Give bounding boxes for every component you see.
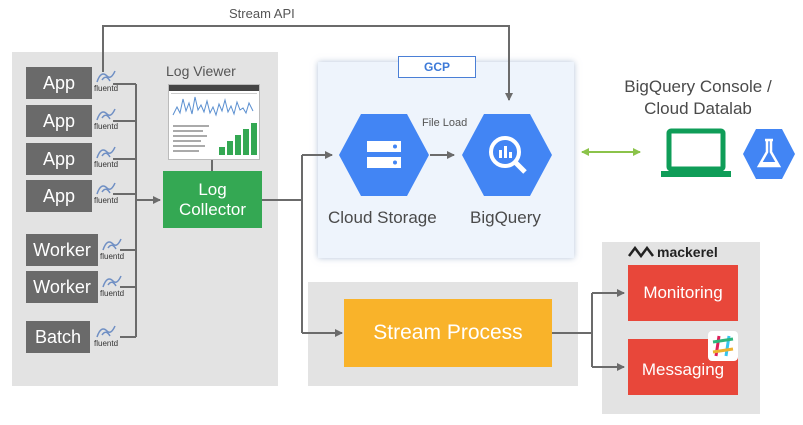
- laptop-icon: [660, 128, 732, 182]
- console-label: BigQuery Console / Cloud Datalab: [624, 77, 772, 118]
- fluentd-icon-6: fluentd: [100, 273, 124, 303]
- cloud-storage-label: Cloud Storage: [328, 208, 437, 227]
- app-node-3: App: [26, 143, 92, 175]
- bigquery-label: BigQuery: [470, 208, 541, 227]
- log-viewer-thumbnail: [168, 84, 260, 160]
- file-load-label: File Load: [422, 117, 468, 129]
- fluentd-icon-4: fluentd: [94, 180, 118, 210]
- mackerel-logo: mackerel: [628, 244, 718, 260]
- fluentd-icon-7: fluentd: [94, 323, 118, 353]
- gcp-label: GCP: [423, 60, 450, 74]
- worker-node-1: Worker: [26, 234, 98, 266]
- fluentd-icon-3: fluentd: [94, 144, 118, 174]
- stream-api-label: Stream API: [229, 6, 295, 21]
- gcp-label-box: GCP: [398, 56, 476, 78]
- monitoring-node: Monitoring: [628, 265, 738, 321]
- mackerel-label: mackerel: [657, 244, 718, 260]
- datalab-icon: [742, 128, 796, 180]
- worker-node-2: Worker: [26, 271, 98, 303]
- app-node-1: App: [26, 67, 92, 99]
- cloud-storage-icon: [338, 112, 430, 198]
- fluentd-icon-1: fluentd: [94, 68, 118, 98]
- app-node-4: App: [26, 180, 92, 212]
- bigquery-icon: [461, 112, 553, 198]
- log-collector-node: Log Collector: [163, 171, 262, 228]
- stream-process-node: Stream Process: [344, 299, 552, 367]
- app-node-2: App: [26, 105, 92, 137]
- fluentd-icon-2: fluentd: [94, 106, 118, 136]
- slack-icon: [708, 331, 738, 361]
- log-viewer-label: Log Viewer: [166, 63, 236, 79]
- mackerel-wave-icon: [628, 246, 654, 258]
- batch-node: Batch: [26, 321, 90, 353]
- stream-api-line: [102, 25, 513, 101]
- fluentd-icon-5: fluentd: [100, 236, 124, 266]
